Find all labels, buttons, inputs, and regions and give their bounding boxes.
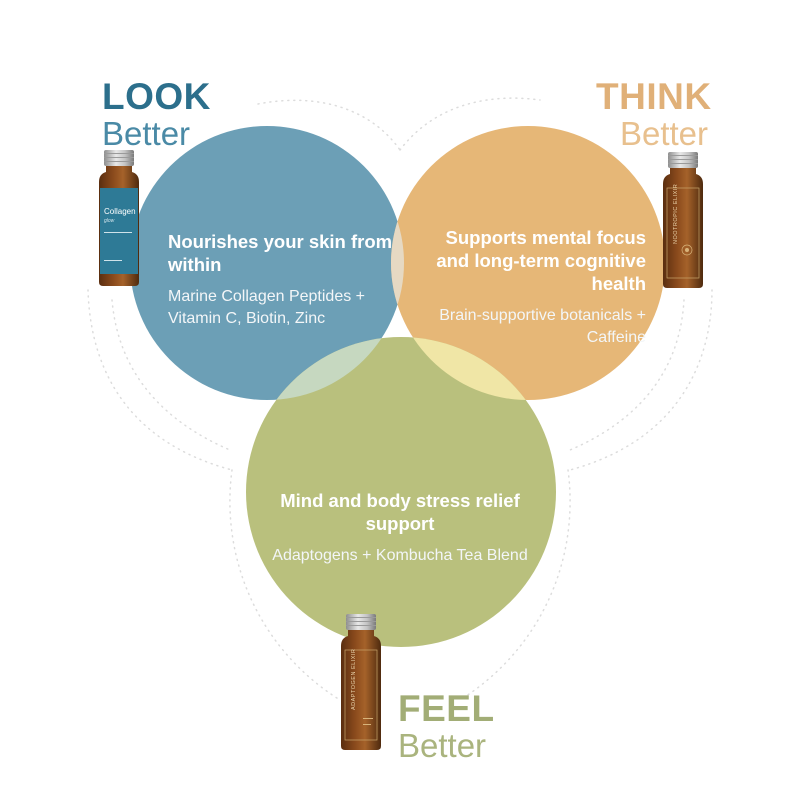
look-heading: LOOK Better: [102, 78, 211, 150]
think-heading-light: Better: [619, 115, 708, 152]
feel-benefit-title: Mind and body stress relief support: [280, 490, 520, 534]
think-heading: THINK Better: [596, 76, 712, 152]
feel-heading-bold: FEEL: [398, 688, 495, 729]
look-circle: [130, 126, 404, 400]
collagen-bottle-icon: Collagen glow: [99, 150, 139, 286]
svg-text:NOOTROPIC ELIXIR: NOOTROPIC ELIXIR: [673, 184, 679, 244]
think-circle-text: Supports mental focus and long-term cogn…: [420, 226, 646, 349]
look-heading-bold: LOOK: [102, 76, 211, 117]
svg-text:glow: glow: [104, 218, 115, 224]
think-benefit-title: Supports mental focus and long-term cogn…: [436, 227, 646, 294]
look-ingredients: Marine Collagen Peptides + Vitamin C, Bi…: [168, 288, 366, 327]
look-benefit-title: Nourishes your skin from within: [168, 231, 393, 275]
feel-ingredients: Adaptogens + Kombucha Tea Blend: [272, 547, 528, 564]
think-ingredients: Brain-supportive botanicals + Caffeine: [439, 307, 646, 346]
svg-text:ADAPTOGEN ELIXIR: ADAPTOGEN ELIXIR: [351, 649, 357, 710]
svg-text:Collagen: Collagen: [104, 207, 136, 216]
feel-circle: [246, 337, 556, 647]
look-circle-text: Nourishes your skin from within Marine C…: [168, 230, 393, 330]
nootropic-elixir-bottle-icon: NOOTROPIC ELIXIR: [663, 152, 703, 288]
dotted-outline: [87, 97, 713, 701]
feel-circle-text: Mind and body stress relief support Adap…: [266, 489, 534, 567]
think-circle: [391, 126, 665, 400]
think-heading-bold: THINK: [596, 76, 712, 117]
feel-heading-light: Better: [398, 727, 487, 764]
feel-heading: FEEL Better: [398, 690, 495, 762]
look-heading-light: Better: [102, 115, 191, 152]
adaptogen-elixir-bottle-icon: ADAPTOGEN ELIXIR: [341, 614, 381, 750]
